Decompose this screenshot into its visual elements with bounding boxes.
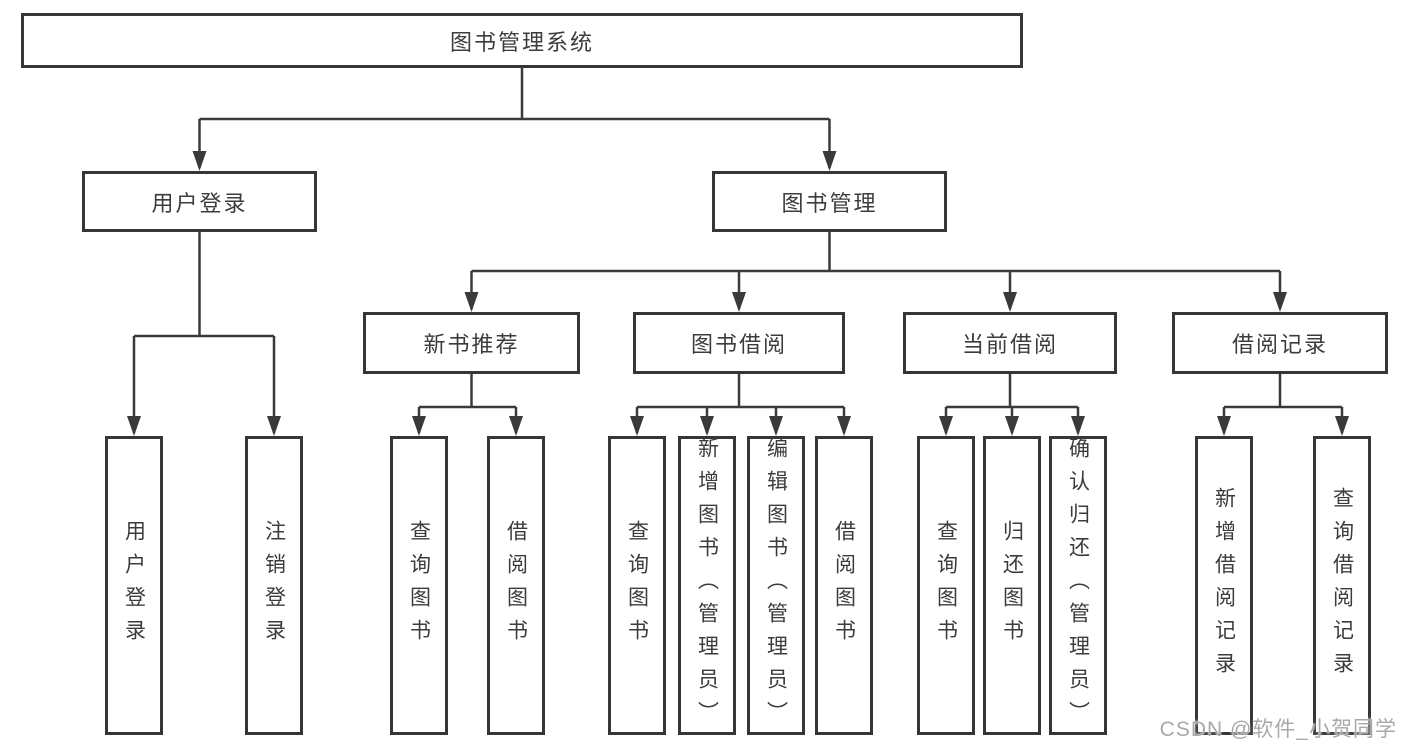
leaf-cb-return-books-label: 归还图书	[1000, 519, 1024, 652]
leaf-logout-login: 注销登录	[245, 436, 303, 735]
leaf-br-add-record-label: 新增借阅记录	[1212, 486, 1236, 685]
leaf-br-query-record: 查询借阅记录	[1313, 436, 1371, 735]
leaf-nb-borrow-books: 借阅图书	[487, 436, 545, 735]
node-borrowing-records: 借阅记录	[1172, 312, 1388, 374]
leaf-bb-edit-books-admin-label: 编辑图书（管理员）	[764, 437, 788, 734]
leaf-nb-query-books-label: 查询图书	[407, 519, 431, 652]
node-library-system: 图书管理系统	[21, 13, 1023, 68]
node-current-borrowing: 当前借阅	[903, 312, 1117, 374]
leaf-nb-query-books: 查询图书	[390, 436, 448, 735]
node-new-book-recommendation-label: 新书推荐	[423, 332, 520, 357]
node-user-login: 用户登录	[82, 171, 317, 232]
leaf-bb-add-books-admin: 新增图书（管理员）	[678, 436, 736, 735]
arrowheads	[127, 151, 1349, 436]
leaf-cb-confirm-return-admin: 确认归还（管理员）	[1049, 436, 1107, 735]
leaf-nb-borrow-books-label: 借阅图书	[504, 519, 528, 652]
leaf-bb-query-books: 查询图书	[608, 436, 666, 735]
leaf-cb-confirm-return-admin-label: 确认归还（管理员）	[1066, 437, 1090, 734]
node-book-management-label: 图书管理	[781, 190, 878, 216]
leaf-bb-query-books-label: 查询图书	[625, 519, 649, 652]
csdn-watermark: CSDN @软件_小贺同学	[1159, 718, 1397, 741]
node-library-system-label: 图书管理系统	[449, 29, 594, 55]
connector-paths	[132, 68, 1344, 433]
node-book-borrowing: 图书借阅	[633, 312, 845, 374]
leaf-logout-login-label: 注销登录	[262, 519, 286, 652]
leaf-cb-return-books: 归还图书	[983, 436, 1041, 735]
node-book-management: 图书管理	[712, 171, 947, 232]
leaf-br-query-record-label: 查询借阅记录	[1330, 486, 1354, 685]
leaf-cb-query-books: 查询图书	[917, 436, 975, 735]
node-user-login-label: 用户登录	[151, 190, 248, 216]
node-new-book-recommendation: 新书推荐	[363, 312, 580, 374]
leaf-br-add-record: 新增借阅记录	[1195, 436, 1253, 735]
leaf-cb-query-books-label: 查询图书	[934, 519, 958, 652]
leaf-user-login: 用户登录	[105, 436, 163, 735]
leaf-bb-borrow-books: 借阅图书	[815, 436, 873, 735]
leaf-bb-add-books-admin-label: 新增图书（管理员）	[695, 437, 719, 734]
node-borrowing-records-label: 借阅记录	[1231, 332, 1328, 357]
node-book-borrowing-label: 图书借阅	[690, 332, 787, 357]
leaf-bb-edit-books-admin: 编辑图书（管理员）	[747, 436, 805, 735]
leaf-user-login-label: 用户登录	[122, 519, 146, 652]
node-current-borrowing-label: 当前借阅	[961, 332, 1058, 357]
leaf-bb-borrow-books-label: 借阅图书	[832, 519, 856, 652]
